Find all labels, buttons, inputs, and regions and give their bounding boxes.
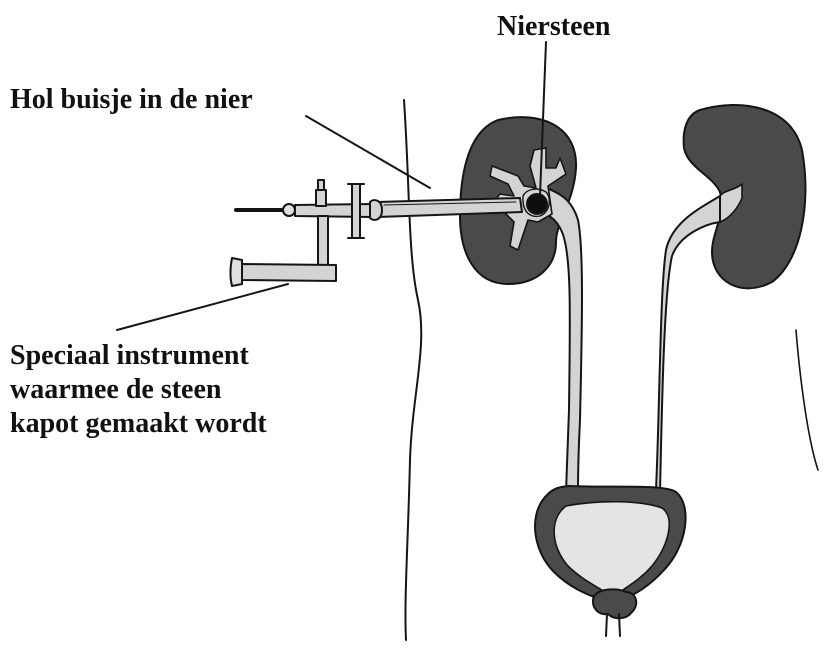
right-kidney — [684, 105, 806, 288]
instrument-label-line: waarmee de steen — [10, 373, 267, 407]
instrument-upper-cap — [318, 180, 324, 190]
instrument-valve — [352, 184, 360, 238]
leader-line-tube — [306, 116, 430, 188]
instrument-knob — [283, 204, 295, 216]
urethra-right — [619, 614, 620, 636]
hollow-tube-label: Hol buisje in de nier — [10, 83, 253, 117]
leader-line-instrument — [117, 284, 288, 330]
instrument-upper-post — [316, 190, 326, 206]
instrument-handle-end — [231, 258, 243, 286]
instrument-label-line: Speciaal instrument — [10, 339, 267, 373]
instrument-label-line: kapot gemaakt wordt — [10, 407, 267, 441]
kidney-stone — [527, 194, 547, 214]
instrument-handle — [240, 264, 336, 281]
instrument-connector — [370, 200, 382, 220]
kidney-stone-label: Niersteen — [497, 10, 611, 44]
body-outline-right — [796, 330, 818, 470]
instrument-vertical-arm — [318, 216, 328, 266]
instrument-label: Speciaal instrument waarmee de steen kap… — [10, 339, 267, 441]
prostate — [593, 589, 636, 618]
urethra-left — [606, 614, 607, 636]
right-ureter — [650, 196, 720, 492]
